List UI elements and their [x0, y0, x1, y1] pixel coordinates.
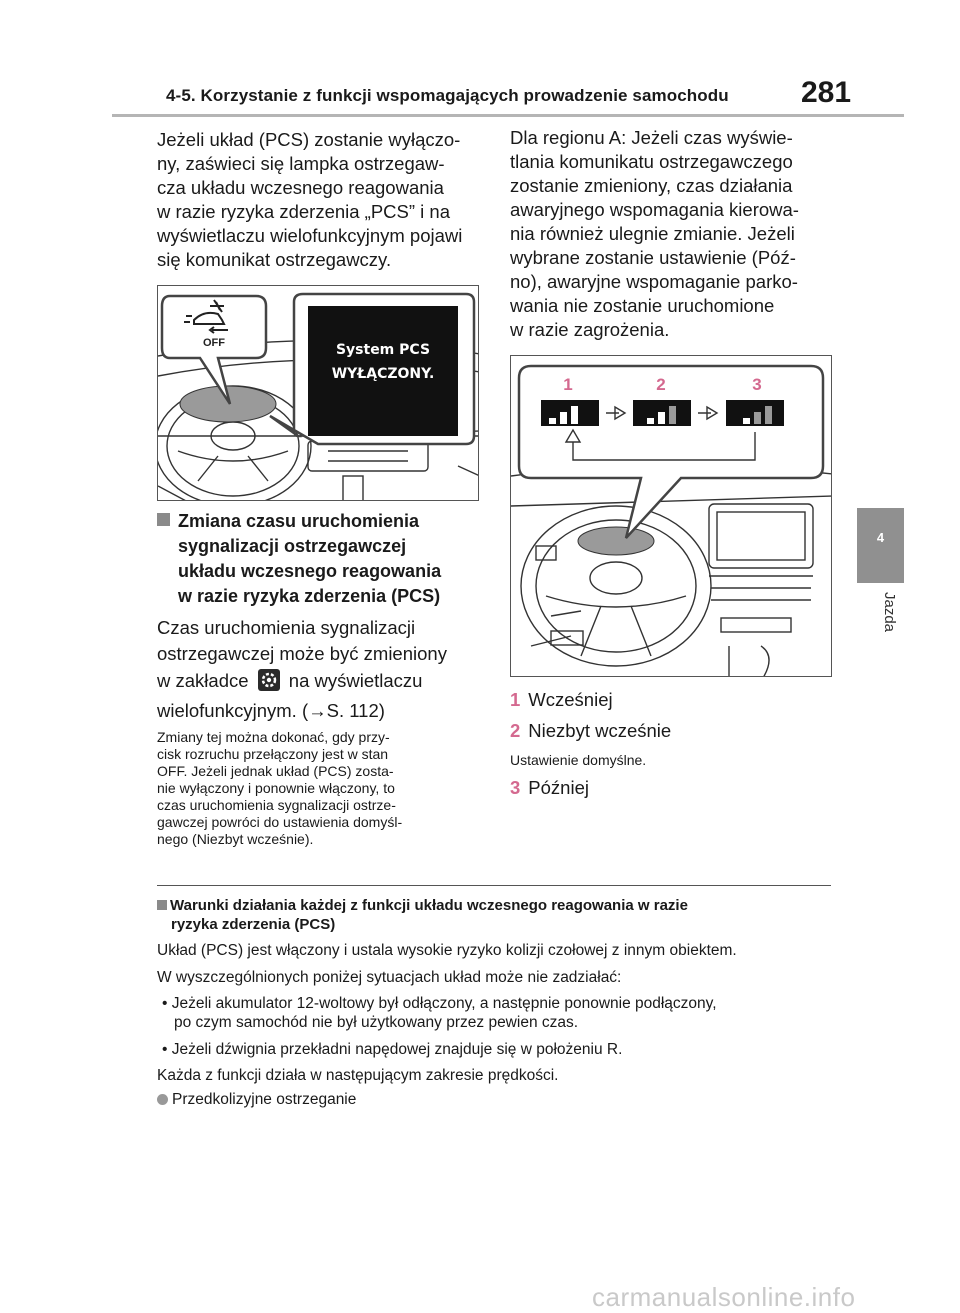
setting-label-1: 1: [563, 375, 572, 394]
setting-box-2: [633, 400, 691, 426]
setting-item-3: 3 Później: [510, 777, 589, 799]
page-number: 281: [801, 76, 852, 109]
left-intro-line: Jeżeli układ (PCS) zostanie wyłączo-: [157, 129, 461, 150]
running-header: 4-5. Korzystanie z funkcji wspomagającyc…: [166, 86, 729, 105]
conditions-line: Każda z funkcji działa w następującym za…: [157, 1067, 559, 1084]
timing-setting-figure: 1 2 3: [510, 355, 832, 677]
watermark: carmanualsonline.info: [592, 1282, 856, 1312]
conditions-heading: Warunki działania każdej z funkcji układ…: [157, 896, 827, 934]
indicator-off-label: OFF: [203, 337, 225, 349]
right-intro-line: awaryjnego wspomagania kierowa-: [510, 199, 799, 220]
left-intro: Jeżeli układ (PCS) zostanie wyłączo- ny,…: [157, 128, 479, 272]
left-intro-line: wyświetlaczu wielofunkcyjnym pojawi: [157, 225, 463, 246]
body-line: ostrzegawczej może być zmieniony: [157, 643, 447, 664]
left-intro-line: w razie ryzyka zderzenia „PCS” i na: [157, 201, 451, 222]
item-label: Później: [528, 777, 589, 798]
section-heading-line: sygnalizacji ostrzegawczej: [178, 536, 407, 556]
bullet-text: Jeżeli akumulator 12-woltowy był odłączo…: [171, 995, 717, 1012]
small-note: Zmiany tej można dokonać, gdy przy- cisk…: [157, 729, 479, 848]
arrow-right-icon: [606, 405, 627, 421]
list-item-text: Przedkolizyjne ostrzeganie: [172, 1091, 357, 1108]
bullet-text: po czym samochód nie był użytkowany prze…: [174, 1014, 579, 1031]
page-reference[interactable]: wielofunkcyjnym. (→S. 112): [157, 700, 385, 721]
small-note-line: nie wyłączony i ponownie włączony, to: [157, 780, 395, 796]
left-intro-line: się komunikat ostrzegawczy.: [157, 249, 392, 270]
conditions-bullet: • Jeżeli akumulator 12-woltowy był odłąc…: [162, 994, 717, 1032]
pcs-indicator-icon: [184, 299, 228, 334]
body-line: Czas uruchomienia sygnalizacji: [157, 617, 416, 638]
body-text: Czas uruchomienia sygnalizacji ostrzegaw…: [157, 615, 487, 667]
conditions-heading-line: Warunki działania każdej z funkcji układ…: [170, 897, 688, 914]
item-number: 2: [510, 720, 521, 741]
item-label: Wcześniej: [528, 689, 613, 710]
section-square-icon: [157, 513, 170, 526]
setting-label-2: 2: [656, 375, 665, 394]
small-note-line: nego (Niezbyt wcześnie).: [157, 831, 314, 847]
bullet-text: Jeżeli dźwignia przekładni napędowej zna…: [171, 1041, 623, 1058]
setting-item-2: 2 Niezbyt wcześnie: [510, 720, 671, 742]
right-intro-line: zostanie zmieniony, czas działania: [510, 175, 793, 196]
item-number: 3: [510, 777, 521, 798]
left-intro-line: cza układu wczesnego reagowania: [157, 177, 444, 198]
setting-box-1: [541, 400, 599, 426]
section-square-icon: [157, 900, 167, 910]
small-note-line: cisk rozruchu przełączony jest w stan: [157, 746, 389, 762]
default-setting-note: Ustawienie domyślne.: [510, 752, 647, 768]
item-label: Niezbyt wcześnie: [528, 720, 672, 741]
pcs-off-figure: OFF System PCS WYŁĄCZONY.: [157, 285, 479, 501]
header-divider: [112, 114, 904, 117]
conditions-heading-line: ryzyka zderzenia (PCS): [171, 916, 336, 933]
setting-box-3: [726, 400, 784, 426]
setting-item-1: 1 Wcześniej: [510, 689, 613, 711]
small-note-line: OFF. Jeżeli jednak układ (PCS) zosta-: [157, 763, 394, 779]
chapter-tab[interactable]: 4: [857, 508, 904, 583]
small-note-line: gawczej powróci do ustawienia domyśl-: [157, 814, 403, 830]
item-number: 1: [510, 689, 521, 710]
right-intro-line: Dla regionu A: Jeżeli czas wyświe-: [510, 127, 793, 148]
bullet-mark: •: [162, 1041, 168, 1058]
circle-bullet-icon: [157, 1094, 168, 1105]
cycle-arrow-icon: [572, 432, 756, 461]
section-heading-line: układu wczesnego reagowania: [178, 561, 442, 581]
right-intro-line: tlania komunikatu ostrzegawczego: [510, 151, 793, 172]
right-intro-line: w razie zagrożenia.: [510, 319, 670, 340]
arrow-right-icon: [698, 405, 719, 421]
conditions-list-item: Przedkolizyjne ostrzeganie: [157, 1090, 356, 1109]
conditions-line: Układ (PCS) jest włączony i ustala wysok…: [157, 942, 737, 959]
settings-gear-icon: [257, 669, 280, 691]
display-message-line2: WYŁĄCZONY.: [332, 366, 435, 382]
left-intro-line: ny, zaświeci się lampka ostrzegaw-: [157, 153, 445, 174]
small-note-line: Zmiany tej można dokonać, gdy przy-: [157, 729, 390, 745]
tab-line-suffix: na wyświetlaczu: [288, 670, 423, 691]
right-intro-line: wybrane zostanie ustawienie (Póź-: [510, 247, 796, 268]
small-note-line: czas uruchomienia sygnalizacji ostrze-: [157, 797, 396, 813]
right-intro-line: no), awaryjne wspomaganie parko-: [510, 271, 798, 292]
section-heading-line: w razie ryzyka zderzenia (PCS): [178, 586, 441, 606]
conditions-bullet: • Jeżeli dźwignia przekładni napędowej z…: [162, 1040, 622, 1059]
right-intro: Dla regionu A: Jeżeli czas wyświe- tlani…: [510, 126, 840, 342]
chapter-label: Jazda: [881, 592, 898, 633]
right-intro-line: nia również ulegnie zmianie. Jeżeli: [510, 223, 795, 244]
tab-line-prefix: w zakładce: [157, 670, 249, 691]
tab-line: w zakładce na wyświetlaczu: [157, 668, 487, 694]
setting-label-3: 3: [752, 375, 761, 394]
bullet-mark: •: [162, 995, 168, 1012]
section-heading-line: Zmiana czasu uruchomienia: [178, 511, 420, 531]
section-heading: Zmiana czasu uruchomienia sygnalizacji o…: [157, 509, 479, 609]
display-message-line1: System PCS: [336, 342, 430, 358]
conditions-line: W wyszczególnionych poniżej sytuacjach u…: [157, 969, 622, 986]
right-intro-line: wania nie zostanie uruchomione: [510, 295, 775, 316]
section-divider: [157, 885, 831, 886]
